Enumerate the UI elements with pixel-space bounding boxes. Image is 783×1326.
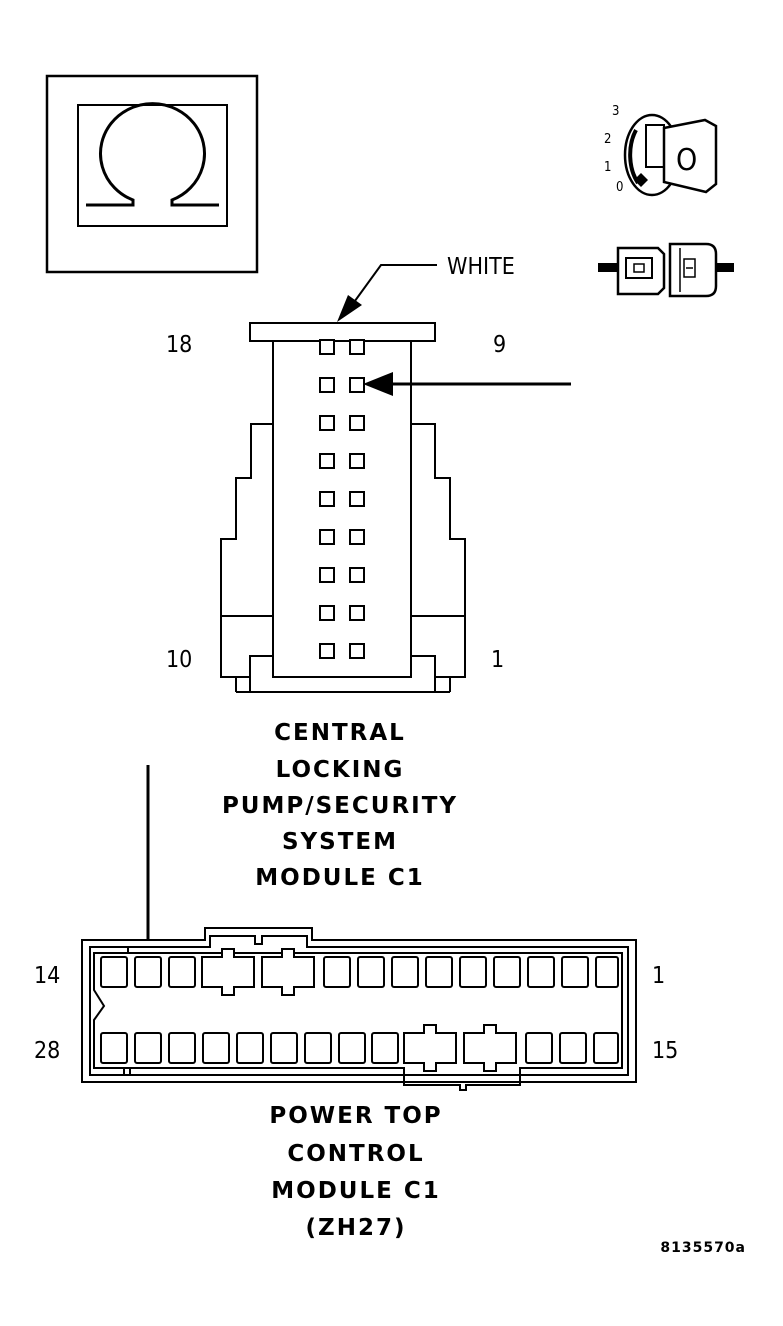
upper-cavity [349,567,365,583]
ignition-pos-1: 1 [604,160,611,175]
lower-pin-label-14: 14 [34,963,60,989]
lower-pin-label-1: 1 [652,963,665,989]
upper-caption-line-3: PUMP/SECURITY [222,793,458,819]
lower-keyed-cavity [261,948,315,996]
lower-cavity [338,1032,366,1064]
upper-cavity [319,491,335,507]
upper-connector-cavities [319,339,365,659]
lower-cavity [425,956,453,988]
ignition-key-label: O [676,143,697,178]
upper-cavity [349,491,365,507]
lower-cavity [270,1032,298,1064]
upper-pin-label-9: 9 [493,332,506,358]
upper-connector [220,322,466,693]
lower-cavity [595,956,619,988]
connector-plug-icon [598,242,734,298]
figure-id: 8135570a [660,1240,746,1256]
lower-keyed-cavity [201,948,255,996]
ohmmeter-icon [45,74,259,274]
upper-cavity [319,605,335,621]
lower-cavity [202,1032,230,1064]
upper-cavity [319,529,335,545]
lower-cavity [371,1032,399,1064]
upper-cavity [349,377,365,393]
color-callout: WHITE [337,254,515,322]
lower-cavity [559,1032,587,1064]
upper-pin-label-18: 18 [166,332,192,358]
upper-caption-line-1: CENTRAL [274,720,406,746]
upper-cavity [349,453,365,469]
lower-cavity [391,956,419,988]
lower-cavity [236,1032,264,1064]
lower-cavity [100,1032,128,1064]
lower-cavity [168,956,196,988]
lower-connector-cavities [100,948,619,1072]
lower-caption-line-2: CONTROL [287,1141,424,1167]
lower-cavity [593,1032,619,1064]
upper-pin-label-1: 1 [491,647,504,673]
upper-probe-arrow [363,372,571,396]
upper-cavity [349,339,365,355]
upper-caption-line-5: MODULE C1 [255,865,424,891]
upper-caption-line-2: LOCKING [276,757,405,783]
lower-cavity [323,956,351,988]
lower-caption-line-4: (ZH27) [306,1215,407,1241]
lower-pin-label-28: 28 [34,1038,60,1064]
lower-cavity [134,1032,162,1064]
upper-cavity [319,567,335,583]
ignition-pos-3: 3 [612,104,619,119]
upper-cavity [319,643,335,659]
upper-cavity [319,453,335,469]
upper-pin-label-10: 10 [166,647,192,673]
lower-keyed-cavity [403,1024,457,1072]
lower-cavity [561,956,589,988]
lower-cavity [357,956,385,988]
upper-cavity [349,643,365,659]
lower-cavity [527,956,555,988]
upper-cavity [349,529,365,545]
lower-pin-label-15: 15 [652,1038,678,1064]
upper-cavity [349,605,365,621]
lower-connector [81,927,637,1091]
lower-cavity [525,1032,553,1064]
ignition-pos-2: 2 [604,132,611,147]
lower-keyed-cavity [463,1024,517,1072]
lower-cavity [493,956,521,988]
lower-caption-line-1: POWER TOP [269,1103,442,1129]
ignition-key-icon: 3 2 1 0 O [604,104,718,197]
lower-connector-caption: POWER TOP CONTROL MODULE C1 (ZH27) [269,1103,442,1241]
upper-cavity [349,415,365,431]
upper-cavity [319,377,335,393]
lower-cavity [459,956,487,988]
lower-cavity [304,1032,332,1064]
ignition-pos-0: 0 [616,180,623,195]
lower-cavity [168,1032,196,1064]
upper-connector-caption: CENTRAL LOCKING PUMP/SECURITY SYSTEM MOD… [222,720,458,891]
lower-cavity [100,956,128,988]
upper-caption-line-4: SYSTEM [282,829,398,855]
upper-cavity [319,339,335,355]
connector-color-label: WHITE [447,254,515,280]
lower-cavity [134,956,162,988]
lower-caption-line-3: MODULE C1 [271,1178,440,1204]
upper-cavity [319,415,335,431]
